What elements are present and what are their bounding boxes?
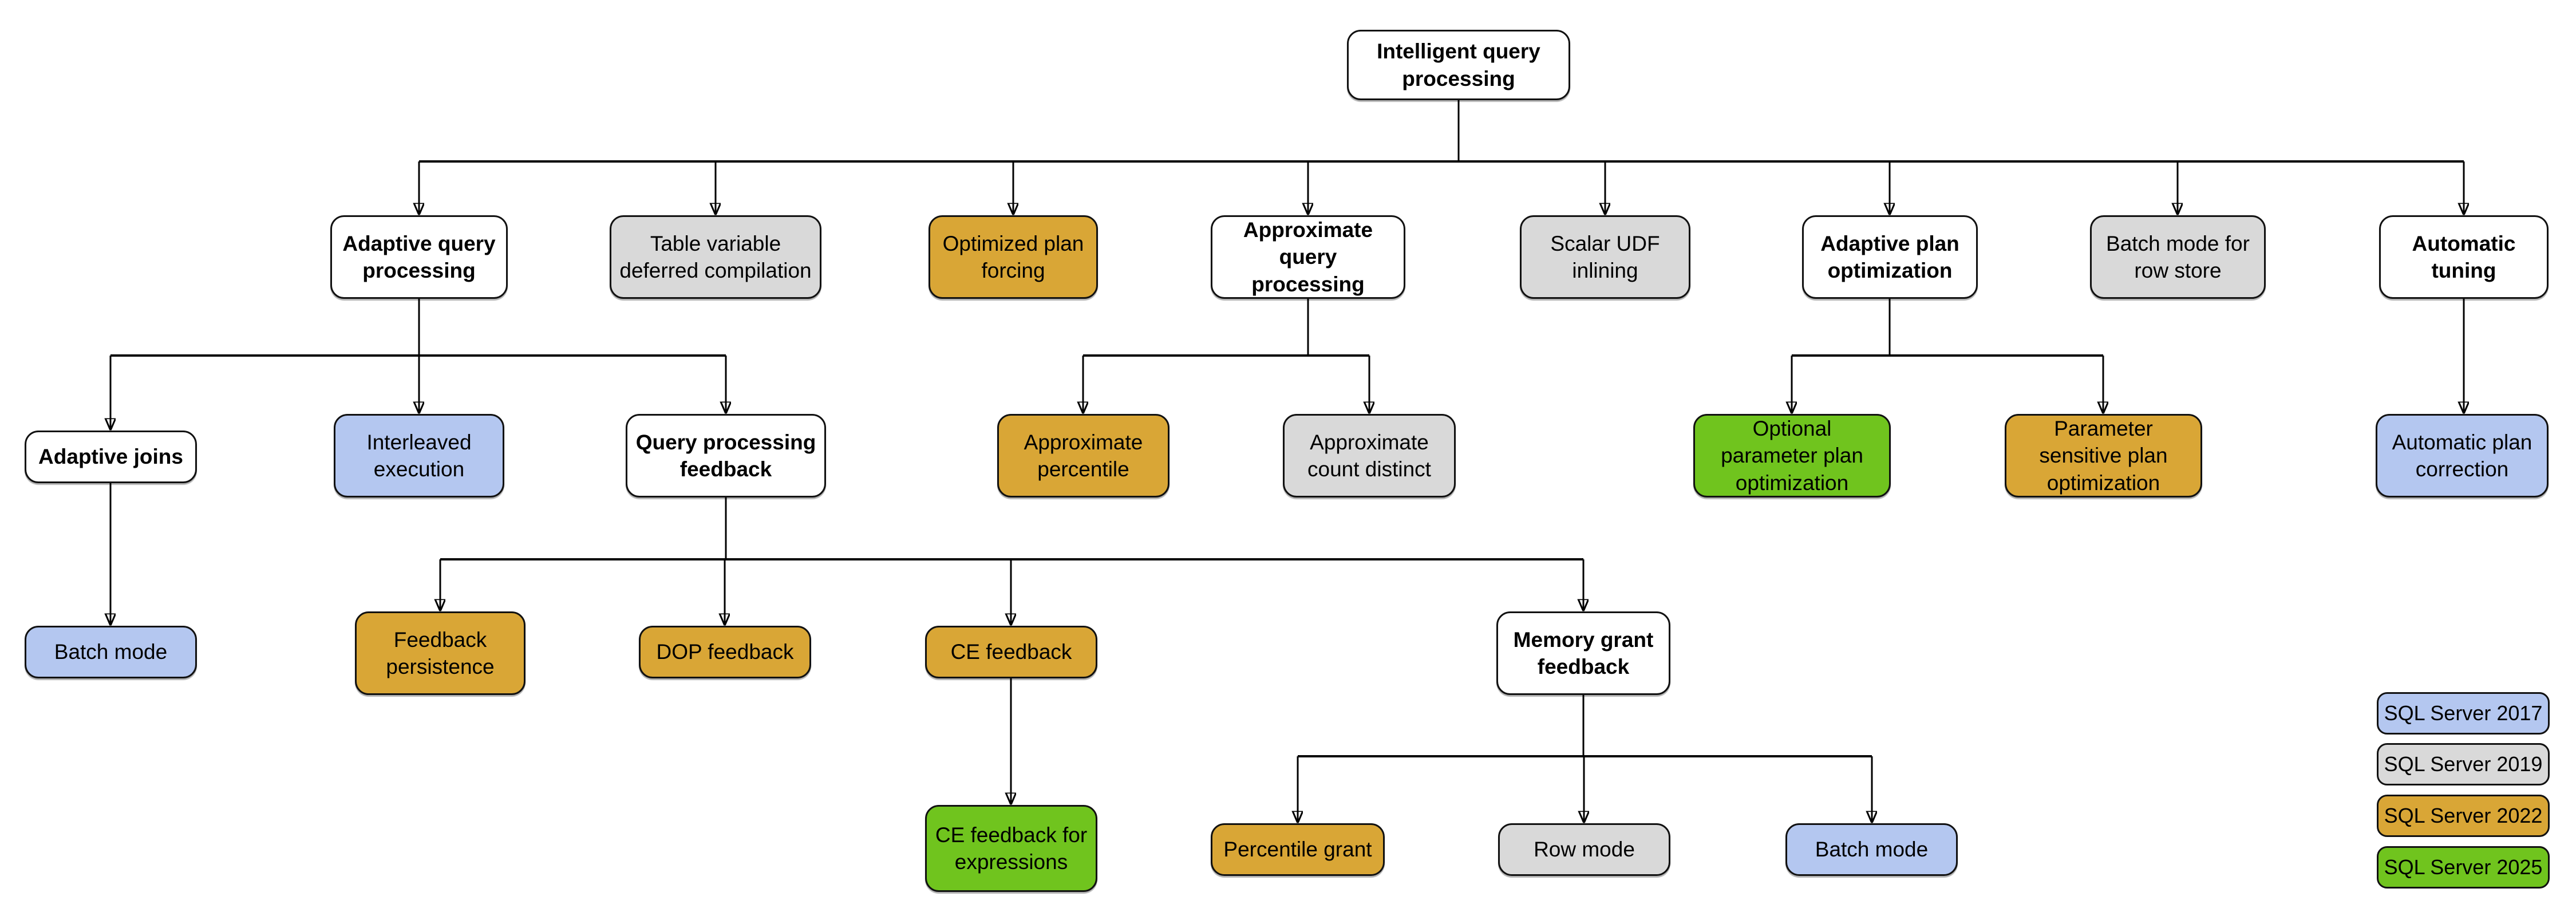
node-label: CE feedback — [950, 640, 1072, 664]
node-optional-parameter-plan-optimization: Optional parameter plan optimization — [1693, 414, 1891, 498]
legend-sql-server-2019: SQL Server 2019 — [2377, 743, 2550, 785]
node-feedback-persistence: Feedback persistence — [355, 611, 526, 695]
node-label: Batch mode for row store — [2106, 231, 2250, 282]
node-label: Batch mode — [54, 640, 168, 664]
node-batch-mode-for-row-store: Batch mode for row store — [2090, 215, 2266, 299]
node-approximate-count-distinct: Approximate count distinct — [1283, 414, 1456, 498]
node-parameter-sensitive-plan-optimization: Parameter sensitive plan optimization — [2005, 414, 2202, 498]
node-scalar-udf-inlining: Scalar UDF inlining — [1520, 215, 1690, 299]
node-batch-mode-adaptive-joins: Batch mode — [25, 626, 197, 678]
legend-label: SQL Server 2019 — [2384, 752, 2543, 776]
node-memory-grant-feedback: Memory grant feedback — [1496, 611, 1670, 695]
node-label: Automatic tuning — [2412, 231, 2516, 282]
node-label: Feedback persistence — [386, 627, 495, 678]
node-intelligent-query-processing: Intelligent query processing — [1347, 30, 1570, 100]
node-query-processing-feedback: Query processing feedback — [626, 414, 826, 498]
node-label: Table variable deferred compilation — [619, 231, 812, 282]
node-approximate-query-processing: Approximate query processing — [1211, 215, 1405, 299]
node-table-variable-deferred-compilation: Table variable deferred compilation — [610, 215, 821, 299]
node-adaptive-query-processing: Adaptive query processing — [330, 215, 508, 299]
legend-label: SQL Server 2025 — [2384, 855, 2543, 879]
node-label: Automatic plan correction — [2392, 430, 2532, 481]
node-optimized-plan-forcing: Optimized plan forcing — [929, 215, 1098, 299]
node-row-mode: Row mode — [1498, 823, 1670, 876]
node-label: Percentile grant — [1223, 838, 1372, 862]
node-label: CE feedback for expressions — [935, 823, 1088, 874]
node-dop-feedback: DOP feedback — [639, 626, 811, 678]
node-label: Adaptive query processing — [342, 231, 496, 282]
node-ce-feedback-for-expressions: CE feedback for expressions — [925, 805, 1097, 892]
legend-sql-server-2022: SQL Server 2022 — [2377, 795, 2550, 837]
node-label: Interleaved execution — [366, 430, 472, 481]
node-label: Intelligent query processing — [1377, 40, 1540, 90]
node-label: Optional parameter plan optimization — [1721, 416, 1863, 495]
node-label: Memory grant feedback — [1513, 627, 1654, 678]
node-label: DOP feedback — [656, 640, 794, 664]
node-automatic-plan-correction: Automatic plan correction — [2376, 414, 2549, 498]
node-label: Parameter sensitive plan optimization — [2039, 416, 2168, 495]
node-label: Optimized plan forcing — [942, 231, 1084, 282]
node-automatic-tuning: Automatic tuning — [2379, 215, 2549, 299]
node-label: Approximate query processing — [1243, 218, 1373, 296]
node-batch-mode-memory-grant: Batch mode — [1785, 823, 1958, 876]
node-interleaved-execution: Interleaved execution — [334, 414, 504, 498]
node-label: Approximate count distinct — [1307, 430, 1431, 481]
node-label: Batch mode — [1815, 838, 1929, 862]
legend-label: SQL Server 2017 — [2384, 701, 2543, 725]
node-label: Adaptive plan optimization — [1820, 231, 1959, 282]
node-adaptive-plan-optimization: Adaptive plan optimization — [1802, 215, 1978, 299]
node-approximate-percentile: Approximate percentile — [997, 414, 1170, 498]
legend-sql-server-2017: SQL Server 2017 — [2377, 692, 2550, 735]
node-ce-feedback: CE feedback — [925, 626, 1097, 678]
node-label: Query processing feedback — [635, 430, 816, 481]
node-label: Row mode — [1534, 838, 1635, 862]
legend-sql-server-2025: SQL Server 2025 — [2377, 846, 2550, 889]
node-percentile-grant: Percentile grant — [1211, 823, 1385, 876]
legend-label: SQL Server 2022 — [2384, 804, 2543, 827]
node-label: Adaptive joins — [38, 445, 183, 469]
node-label: Scalar UDF inlining — [1550, 231, 1660, 282]
node-adaptive-joins: Adaptive joins — [25, 431, 197, 483]
node-label: Approximate percentile — [1024, 430, 1143, 481]
